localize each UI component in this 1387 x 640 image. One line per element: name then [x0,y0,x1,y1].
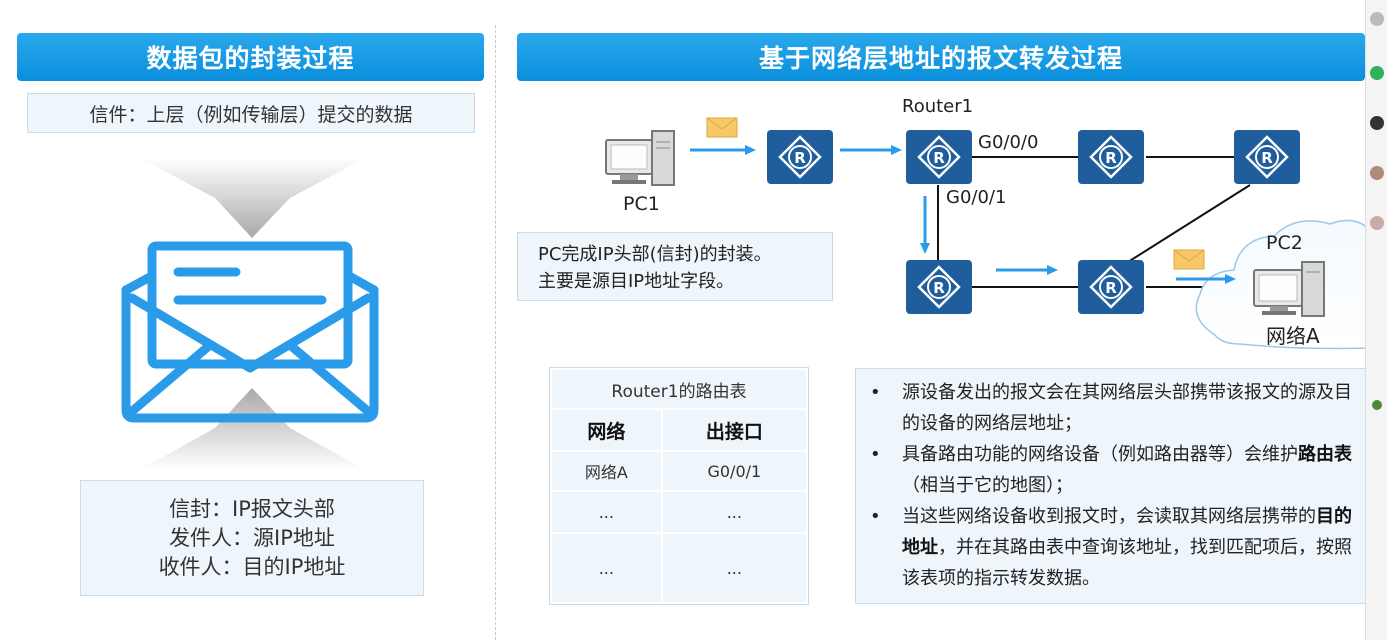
router-icon: R [906,260,972,314]
bullet-text: 当这些网络设备收到报文时，会读取其网络层携带的目的地址，并在其路由表中查询该地址… [902,506,1352,589]
router1-label: Router1 [902,96,974,117]
column-header-network: 网络 [550,408,663,452]
left-section-title: 数据包的封装过程 [17,33,484,81]
table-row: ... ... [550,532,809,604]
side-panel-strip[interactable] [1365,0,1387,640]
up-arrow-icon [140,388,365,470]
routers: R R R R R R [767,130,1300,314]
right-section-title: 基于网络层地址的报文转发过程 [517,33,1365,81]
table-cell: ... [660,490,809,534]
router-icon: R [767,130,833,184]
router-glyph: R [1105,149,1117,167]
note-line: PC完成IP头部(信封)的封装。 [538,244,772,265]
bullet-text: 源设备发出的报文会在其网络层头部携带该报文的源及目的设备的网络层地址； [902,382,1352,434]
avatar[interactable] [1370,116,1384,130]
table-cell: ... [660,532,809,604]
pc-icon [605,130,675,186]
bullet-marker: • [870,382,881,403]
avatar[interactable] [1370,12,1384,26]
router-icon: R [906,130,972,184]
pc-icon [1253,261,1325,317]
router-icon: R [1078,130,1144,184]
table-cell: 网络A [550,450,663,492]
column-header-interface: 出接口 [660,408,809,452]
explanation-bullets: • 源设备发出的报文会在其网络层头部携带该报文的源及目的设备的网络层地址； • … [855,368,1375,604]
network-a-label: 网络A [1266,324,1320,348]
envelope-line: 信封：IP报文头部 [169,496,335,521]
router-glyph: R [1105,279,1117,297]
bullet-item: • 当这些网络设备收到报文时，会读取其网络层携带的目的地址，并在其路由表中查询该… [870,501,1362,594]
pc2-label: PC2 [1266,232,1303,254]
router-glyph: R [933,279,945,297]
bullet-marker: • [870,444,881,465]
pc1-label: PC1 [623,193,660,215]
router-icon: R [1078,260,1144,314]
router-glyph: R [794,149,806,167]
flow-arrows [690,145,1236,284]
table-cell: ... [550,490,663,534]
table-cell: G0/0/1 [660,450,809,492]
avatar[interactable] [1370,166,1384,180]
avatar[interactable] [1370,66,1384,80]
bold-term-destination-address: 目的地址 [902,506,1352,558]
letter-caption: 信件：上层（例如传输层）提交的数据 [27,93,475,133]
bold-term-routing-table: 路由表 [1298,444,1352,465]
status-icon [1372,400,1382,410]
down-arrow-icon [140,158,365,238]
router1-routing-table: Router1的路由表 网络 出接口 网络A G0/0/1 ... ... ..… [549,367,809,605]
mail-icon [1173,249,1205,270]
envelope-line: 收件人：目的IP地址 [158,554,346,579]
note-line: 主要是源目IP地址字段。 [538,271,735,292]
interface-g001-label: G0/0/1 [946,187,1007,208]
bullet-text: 具备路由功能的网络设备（例如路由器等）会维护路由表（相当于它的地图）； [902,444,1352,496]
table-row: ... ... [550,490,809,534]
table-caption: Router1的路由表 [550,368,808,410]
envelope-icon [121,241,379,423]
avatar[interactable] [1370,216,1384,230]
envelope-line: 发件人：源IP地址 [169,525,335,550]
section-divider [495,25,496,640]
mail-icon [706,117,738,138]
table-row: 网络A G0/0/1 [550,450,809,492]
bullet-item: • 源设备发出的报文会在其网络层头部携带该报文的源及目的设备的网络层地址； [870,377,1362,439]
pc1-encapsulation-note: PC完成IP头部(信封)的封装。 主要是源目IP地址字段。 [517,232,833,301]
envelope-details: 信封：IP报文头部 发件人：源IP地址 收件人：目的IP地址 [80,480,424,596]
table-cell: ... [550,532,663,604]
bullet-item: • 具备路由功能的网络设备（例如路由器等）会维护路由表（相当于它的地图）； [870,439,1362,501]
router-icon: R [1234,130,1300,184]
interface-g000-label: G0/0/0 [978,132,1039,153]
router-glyph: R [933,149,945,167]
bullet-marker: • [870,506,881,527]
router-glyph: R [1261,149,1273,167]
